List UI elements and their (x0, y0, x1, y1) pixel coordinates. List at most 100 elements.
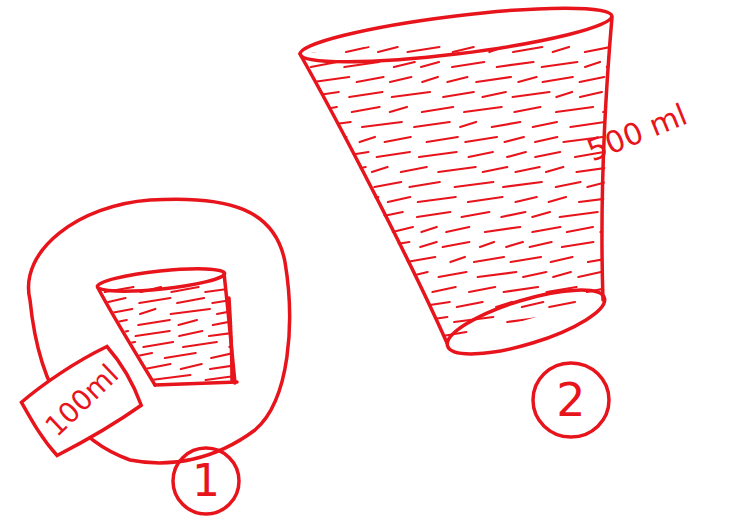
hatch-stroke (588, 257, 617, 262)
hatch-stroke (388, 197, 410, 202)
hatch-stroke (455, 182, 494, 187)
hatch-stroke (177, 298, 204, 303)
hatch-stroke (464, 107, 502, 112)
small-cup-side (229, 298, 232, 380)
hatch-stroke (419, 152, 457, 157)
hatch-stroke (102, 320, 127, 325)
hatch-stroke (556, 107, 593, 112)
hatch-stroke (535, 137, 557, 142)
hatch-stroke (567, 227, 593, 232)
hatch-stroke (447, 77, 467, 82)
hatch-stroke (229, 342, 247, 347)
hatch-stroke (211, 353, 233, 358)
hatch-stroke (181, 364, 202, 369)
hatch-stroke (547, 287, 577, 292)
hatch-stroke (497, 62, 534, 67)
hatch-stroke (141, 287, 161, 292)
hatch-stroke (603, 107, 630, 112)
hatch-stroke (408, 47, 440, 52)
hatch-stroke (139, 298, 170, 303)
circle-outline (173, 448, 239, 514)
hatch-stroke (343, 212, 372, 217)
hatch-stroke (313, 77, 349, 82)
hatch-stroke (314, 332, 339, 337)
volume-tag: 100ml (14, 338, 150, 463)
hatch-stroke (310, 317, 336, 322)
hatch-stroke (551, 257, 573, 262)
callout-number: 2 (530, 360, 612, 440)
hatch-stroke (607, 62, 622, 67)
hatch-stroke (312, 272, 344, 277)
hatch-stroke (420, 242, 436, 247)
hatch-stroke (377, 152, 410, 157)
hatch-stroke (496, 302, 512, 307)
hatch-stroke (362, 122, 402, 127)
hatch-stroke (410, 182, 440, 187)
hatch-stroke (393, 227, 413, 232)
hatch-stroke (585, 62, 600, 67)
hatch-stroke (307, 242, 335, 247)
hatch-stroke (348, 332, 383, 337)
hatch-stroke (505, 137, 524, 142)
hatch-stroke (457, 302, 483, 307)
hatch-stroke (579, 197, 618, 202)
hatch-stroke (513, 332, 539, 337)
hatch-stroke (443, 92, 474, 97)
hatch-stroke (421, 227, 436, 232)
hatch-stroke (212, 298, 243, 303)
big-cup-base (441, 277, 611, 367)
hatch-stroke (391, 332, 426, 337)
hatch-stroke (145, 364, 171, 369)
hatch-stroke (209, 331, 247, 336)
hatch-stroke (165, 353, 196, 358)
hatch-stroke (427, 137, 458, 142)
hatch-stroke (452, 62, 484, 67)
hatch-stroke (413, 317, 447, 322)
hatch-stroke (127, 353, 152, 358)
hatch-stroke (357, 257, 393, 262)
hatch-stroke (556, 92, 572, 97)
hatch-stroke (469, 287, 495, 292)
hatch-stroke (375, 317, 400, 322)
hatch-stroke (485, 227, 520, 232)
hatch-stroke (522, 302, 543, 307)
hatch-stroke (311, 62, 337, 67)
hatch-stroke (549, 302, 575, 307)
hatch-stroke (305, 152, 329, 157)
hatch-stroke (523, 272, 546, 277)
hatch-stroke (179, 320, 197, 325)
hatch-stroke (454, 317, 493, 322)
hatch-stroke (476, 332, 506, 337)
hatch-stroke (105, 331, 128, 336)
hatch-stroke (507, 317, 545, 322)
hatch-stroke (171, 287, 198, 292)
hatch-stroke (306, 302, 333, 307)
hatch-stroke (554, 317, 576, 322)
hatch-stroke (347, 242, 367, 247)
hatch-stroke (514, 107, 540, 112)
hatch-stroke (492, 122, 520, 127)
hatch-stroke (460, 122, 476, 127)
hatch-stroke (213, 320, 239, 325)
callout-number: 1 (192, 459, 220, 503)
hatch-stroke (205, 287, 242, 292)
hatch-stroke (105, 287, 134, 292)
hatch-stroke (511, 257, 541, 262)
hatch-stroke (379, 212, 403, 217)
hatch-stroke (136, 331, 170, 336)
hatch-stroke (443, 242, 470, 247)
hatch-stroke (417, 212, 450, 217)
hatch-stroke (516, 197, 537, 202)
hatch-stroke (206, 375, 242, 380)
hatch-stroke (483, 167, 508, 172)
hatch-stroke (478, 272, 517, 277)
hatch-stroke (518, 77, 536, 82)
hatch-stroke (450, 257, 465, 262)
hatch-stroke (378, 242, 409, 247)
hatch-stroke (422, 77, 438, 82)
hatch-stroke (417, 302, 450, 307)
hatch-stroke (344, 62, 379, 67)
hatch-stroke (422, 107, 453, 112)
hatch-stroke (437, 332, 466, 337)
small-cup-base (155, 382, 237, 385)
